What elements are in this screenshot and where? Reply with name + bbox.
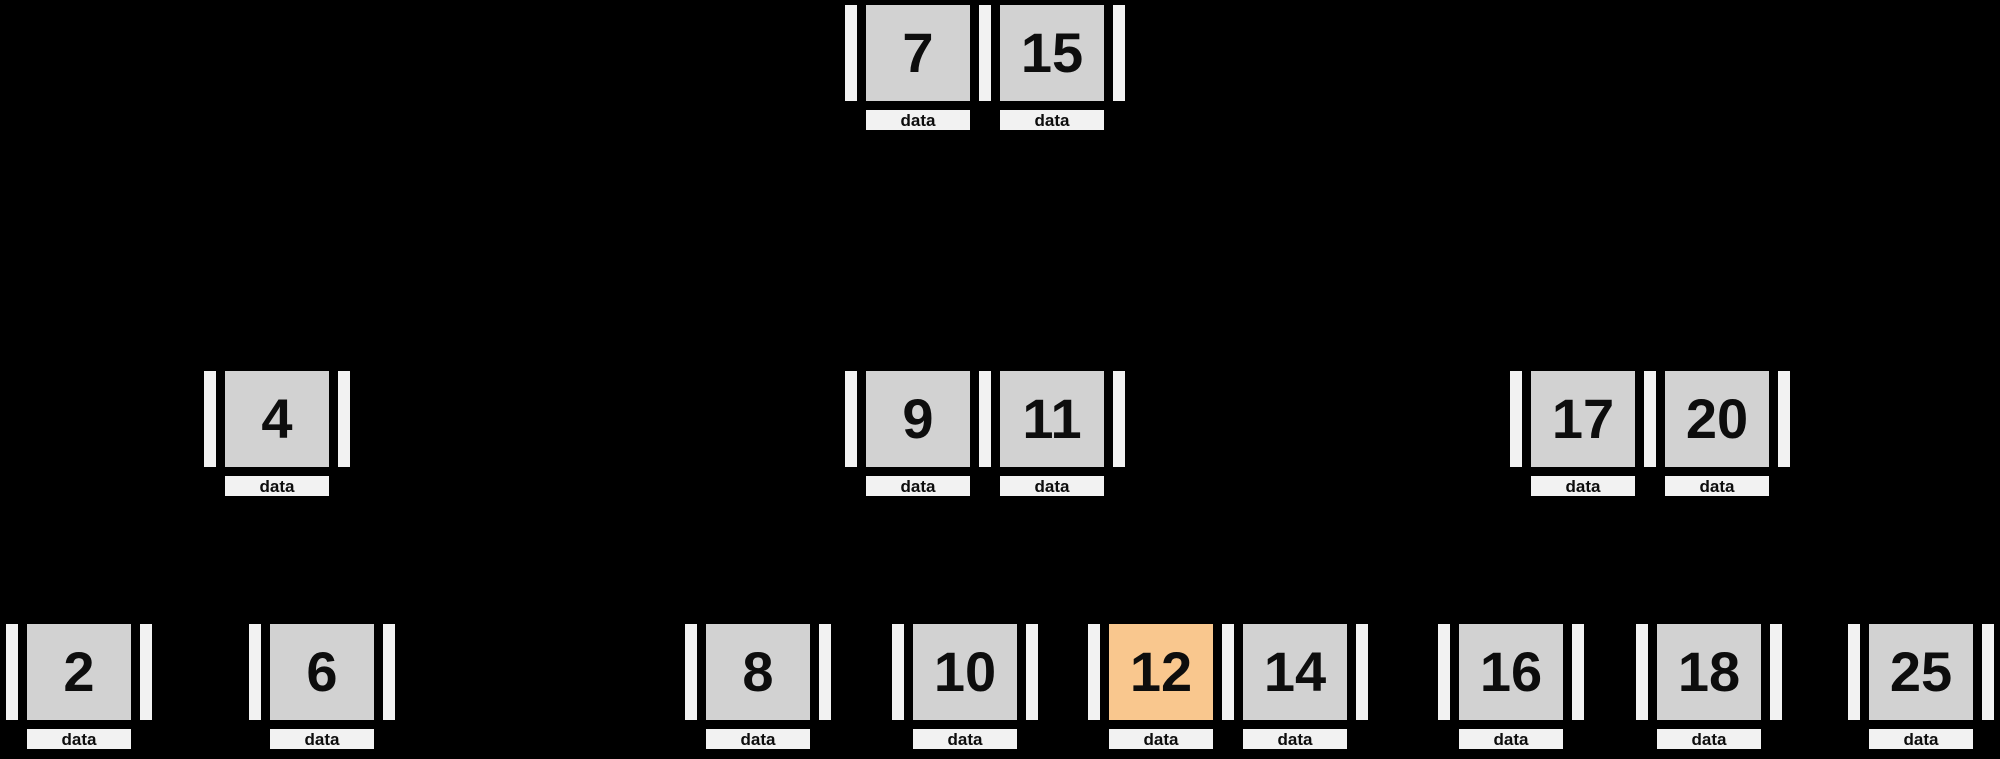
key-value-8: 8 [704, 622, 812, 722]
data-pointer-label: data [223, 474, 331, 498]
data-pointer-label: data [1867, 727, 1975, 751]
data-pointer-label: data [864, 474, 972, 498]
child-pointer-slot [977, 369, 993, 469]
key-value-16: 16 [1457, 622, 1565, 722]
key-slot-2: 2 data [25, 622, 133, 751]
data-pointer-label: data [998, 108, 1106, 132]
key-value-11: 11 [998, 369, 1106, 469]
key-value-17: 17 [1529, 369, 1637, 469]
child-pointer-slot [817, 622, 833, 722]
child-pointer-slot [1634, 622, 1650, 722]
child-pointer-slot [843, 369, 859, 469]
key-value-18: 18 [1655, 622, 1763, 722]
child-pointer-slot [1111, 369, 1127, 469]
key-slot-25: 25 data [1867, 622, 1975, 751]
child-pointer-slot [1776, 369, 1792, 469]
data-pointer-label: data [1663, 474, 1771, 498]
child-pointer-slot [1024, 622, 1040, 722]
btree-node-8: 8 data [683, 622, 833, 751]
key-value-20: 20 [1663, 369, 1771, 469]
btree-node-25: 25 data [1846, 622, 1996, 751]
key-value-6: 6 [268, 622, 376, 722]
child-pointer-slot [336, 369, 352, 469]
child-pointer-slot [1220, 622, 1236, 722]
child-pointer-slot [4, 622, 20, 722]
btree-node-17-20: 17 data 20 data [1508, 369, 1792, 498]
data-pointer-label: data [998, 474, 1106, 498]
key-slot-10: 10 data [911, 622, 1019, 751]
key-slot-11: 11 data [998, 369, 1106, 498]
data-pointer-label: data [911, 727, 1019, 751]
child-pointer-slot [1436, 622, 1452, 722]
child-pointer-slot [1642, 369, 1658, 469]
child-pointer-slot [1086, 622, 1102, 722]
child-pointer-slot [1846, 622, 1862, 722]
key-value-4: 4 [223, 369, 331, 469]
key-slot-4: 4 data [223, 369, 331, 498]
key-value-25: 25 [1867, 622, 1975, 722]
key-slot-15: 15 data [998, 3, 1106, 132]
key-value-7: 7 [864, 3, 972, 103]
key-value-10: 10 [911, 622, 1019, 722]
btree-node-12-14: 12 data 14 data [1086, 622, 1370, 751]
key-value-14: 14 [1241, 622, 1349, 722]
key-slot-16: 16 data [1457, 622, 1565, 751]
child-pointer-slot [1570, 622, 1586, 722]
btree-node-10: 10 data [890, 622, 1040, 751]
key-slot-12: 12 data [1107, 622, 1215, 751]
data-pointer-label: data [1655, 727, 1763, 751]
child-pointer-slot [1980, 622, 1996, 722]
key-slot-7: 7 data [864, 3, 972, 132]
child-pointer-slot [1354, 622, 1370, 722]
child-pointer-slot [202, 369, 218, 469]
child-pointer-slot [138, 622, 154, 722]
child-pointer-slot [977, 3, 993, 103]
key-slot-17: 17 data [1529, 369, 1637, 498]
data-pointer-label: data [864, 108, 972, 132]
child-pointer-slot [683, 622, 699, 722]
data-pointer-label: data [1457, 727, 1565, 751]
key-slot-14: 14 data [1241, 622, 1349, 751]
child-pointer-slot [890, 622, 906, 722]
btree-node-6: 6 data [247, 622, 397, 751]
btree-node-18: 18 data [1634, 622, 1784, 751]
data-pointer-label: data [25, 727, 133, 751]
child-pointer-slot [1508, 369, 1524, 469]
btree-node-9-11: 9 data 11 data [843, 369, 1127, 498]
data-pointer-label: data [704, 727, 812, 751]
child-pointer-slot [1111, 3, 1127, 103]
key-slot-6: 6 data [268, 622, 376, 751]
child-pointer-slot [381, 622, 397, 722]
key-value-12-highlighted: 12 [1107, 622, 1215, 722]
data-pointer-label: data [268, 727, 376, 751]
key-value-2: 2 [25, 622, 133, 722]
key-slot-8: 8 data [704, 622, 812, 751]
btree-node-root-7-15: 7 data 15 data [843, 3, 1127, 132]
child-pointer-slot [843, 3, 859, 103]
key-slot-20: 20 data [1663, 369, 1771, 498]
btree-node-16: 16 data [1436, 622, 1586, 751]
key-value-9: 9 [864, 369, 972, 469]
key-slot-9: 9 data [864, 369, 972, 498]
key-value-15: 15 [998, 3, 1106, 103]
data-pointer-label: data [1241, 727, 1349, 751]
btree-node-4: 4 data [202, 369, 352, 498]
key-slot-18: 18 data [1655, 622, 1763, 751]
child-pointer-slot [247, 622, 263, 722]
data-pointer-label: data [1107, 727, 1215, 751]
data-pointer-label: data [1529, 474, 1637, 498]
child-pointer-slot [1768, 622, 1784, 722]
btree-node-2: 2 data [4, 622, 154, 751]
